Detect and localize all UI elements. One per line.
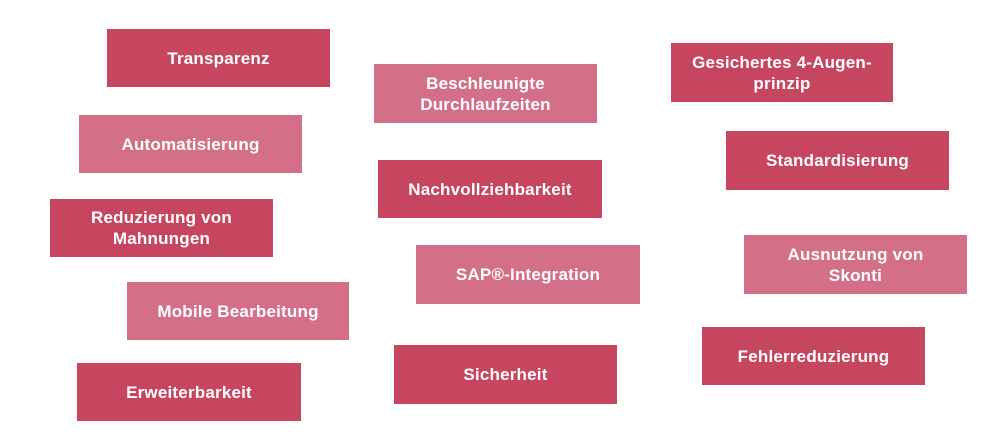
badge-nachvollziehbarkeit: Nachvollziehbarkeit [378,160,602,218]
badge-sap-integration: SAP®-Integration [416,245,640,304]
badge-standardisierung: Standardisierung [726,131,949,190]
badge-beschleunigte-durchlaufzeiten: Beschleunigte Durchlaufzeiten [374,64,597,123]
badge-sicherheit: Sicherheit [394,345,617,404]
badge-fehlerreduzierung: Fehlerreduzierung [702,327,925,385]
badge-gesichertes-4-augen-prinzip: Gesichertes 4-Augen- prinzip [671,43,893,102]
badge-ausnutzung-von-skonti: Ausnutzung von Skonti [744,235,967,294]
badge-reduzierung-von-mahnungen: Reduzierung von Mahnungen [50,199,273,257]
badge-mobile-bearbeitung: Mobile Bearbeitung [127,282,349,340]
badge-transparenz: Transparenz [107,29,330,87]
badge-automatisierung: Automatisierung [79,115,302,173]
badge-erweiterbarkeit: Erweiterbarkeit [77,363,301,421]
